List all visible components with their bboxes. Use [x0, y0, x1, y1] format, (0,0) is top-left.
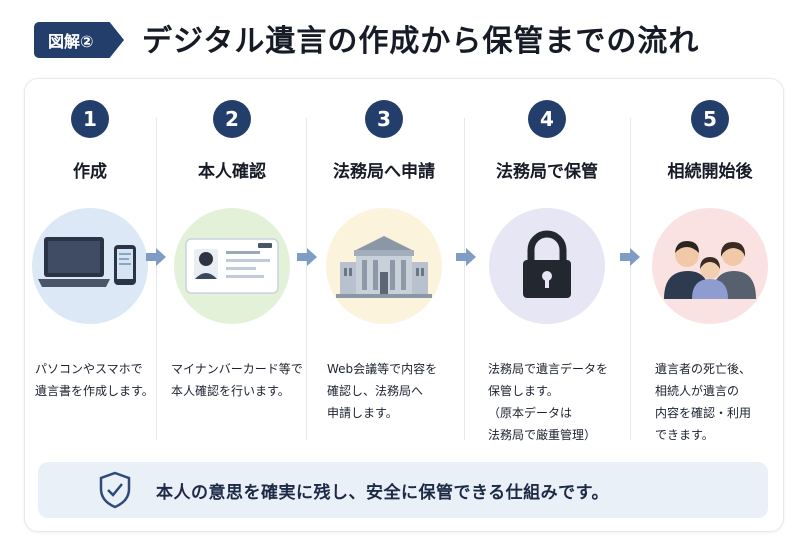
step-number: 1	[71, 100, 109, 138]
figure-badge: 図解②	[34, 22, 124, 58]
arrow-right-icon	[146, 248, 166, 266]
step-description: Web会議等で内容を 確認し、法務局へ 申請します。	[309, 358, 459, 424]
step-number: 3	[365, 100, 403, 138]
description-line: パソコンやスマホで	[35, 362, 143, 376]
step-illustration	[174, 208, 290, 324]
step-2: 2 本人確認 マイナンバーカード等で 本人確認を行います。	[157, 100, 307, 402]
step-description: パソコンやスマホで 遺言書を作成します。	[15, 358, 165, 402]
step-illustration	[326, 208, 442, 324]
step-number: 4	[528, 100, 566, 138]
description-line: 本人確認を行います。	[171, 384, 290, 398]
step-illustration	[32, 208, 148, 324]
description-line: （原本データは	[488, 406, 573, 420]
step-divider	[630, 118, 631, 440]
description-line: 法務局で遺言データを	[488, 362, 609, 376]
step-label: 法務局で保管	[496, 162, 598, 182]
page-title: デジタル遺言の作成から保管までの流れ	[142, 24, 700, 59]
description-line: マイナンバーカード等で	[171, 362, 303, 376]
step-number: 5	[691, 100, 729, 138]
summary-message: 本人の意思を確実に残し、安全に保管できる仕組みです。	[156, 482, 609, 503]
step-4: 4 法務局で保管 法務局で遺言データを 保管します。 （原本データは 法務局で厳…	[472, 100, 622, 446]
step-label: 法務局へ申請	[333, 162, 435, 182]
arrow-right-icon	[456, 248, 476, 266]
step-description: マイナンバーカード等で 本人確認を行います。	[157, 358, 307, 402]
step-1: 1 作成 パソコンやスマホで 遺言書を作成します。	[15, 100, 165, 402]
step-illustration	[652, 208, 768, 324]
step-divider	[464, 118, 465, 440]
description-line: 申請します。	[327, 406, 398, 420]
arrow-right-icon	[297, 248, 317, 266]
step-5: 5 相続開始後 遺言者の死亡後、 相続人が遺言の 内容を確認・利用 できます。	[635, 100, 785, 446]
description-line: 法務局で厳重管理）	[488, 428, 597, 442]
description-line: Web会議等で内容を	[327, 362, 438, 376]
id-card-icon	[185, 238, 279, 294]
description-line: 遺言者の死亡後、	[655, 362, 752, 376]
step-divider	[306, 118, 307, 440]
step-illustration	[489, 208, 605, 324]
description-line: 相続人が遺言の	[655, 384, 740, 398]
description-line: できます。	[655, 428, 714, 442]
padlock-icon	[523, 230, 571, 298]
summary-bar: 本人の意思を確実に残し、安全に保管できる仕組みです。	[38, 462, 768, 518]
step-label: 相続開始後	[667, 162, 753, 182]
description-line: 内容を確認・利用	[655, 406, 752, 420]
step-number: 2	[213, 100, 251, 138]
government-building-icon	[336, 236, 432, 298]
shield-check-icon	[99, 471, 131, 509]
step-divider	[156, 118, 157, 440]
step-3: 3 法務局へ申請 Web会議等で内容を	[309, 100, 459, 424]
step-description: 法務局で遺言データを 保管します。 （原本データは 法務局で厳重管理）	[472, 358, 622, 446]
step-description: 遺言者の死亡後、 相続人が遺言の 内容を確認・利用 できます。	[635, 358, 785, 446]
description-line: 保管します。	[488, 384, 559, 398]
step-label: 作成	[73, 162, 107, 182]
description-line: 遺言書を作成します。	[35, 384, 154, 398]
description-line: 確認し、法務局へ	[327, 384, 424, 398]
laptop-smartphone-icon	[38, 237, 136, 287]
step-label: 本人確認	[198, 162, 266, 182]
family-icon	[664, 241, 756, 299]
arrow-right-icon	[620, 248, 640, 266]
